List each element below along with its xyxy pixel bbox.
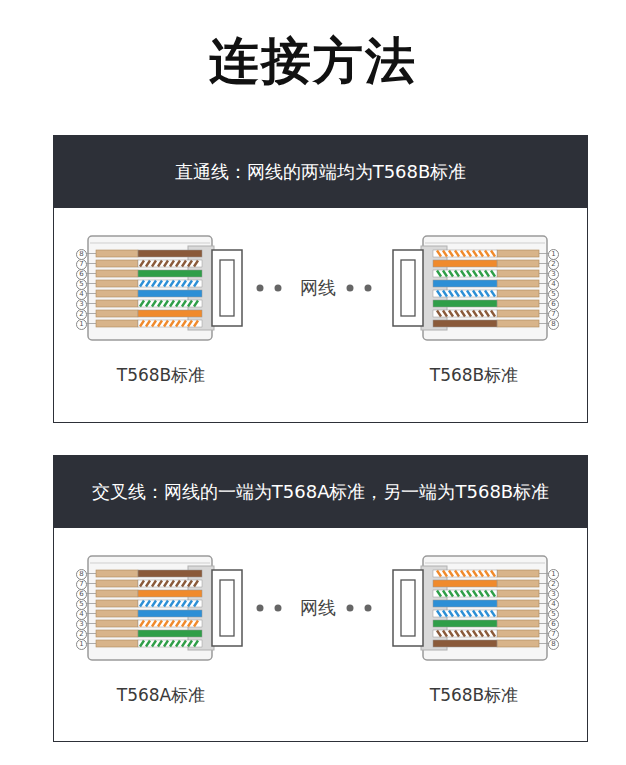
- pin-number: 5: [548, 609, 559, 620]
- pin-number: 7: [76, 259, 87, 270]
- standard-label: T568B标准: [389, 364, 559, 387]
- pin-number: 6: [76, 589, 87, 600]
- standard-label: T568B标准: [76, 364, 246, 387]
- rj45-connector: 12345678T568B标准: [389, 228, 559, 390]
- rj45-connector: 12345678T568B标准: [389, 548, 559, 710]
- plug-illustration: [76, 228, 246, 348]
- pin-number: 8: [76, 569, 87, 580]
- pin-number: 2: [548, 259, 559, 270]
- pin-number: 8: [548, 319, 559, 330]
- pin-number: 4: [76, 609, 87, 620]
- pin-number: 5: [76, 599, 87, 610]
- pin-number: 2: [548, 579, 559, 590]
- plug-illustration: [76, 548, 246, 668]
- cable-label: 网线: [292, 276, 344, 300]
- pin-number: 2: [76, 629, 87, 640]
- pin-number: 1: [76, 639, 87, 650]
- diagram-title: 连接方法: [0, 28, 626, 95]
- pin-number: 4: [548, 279, 559, 290]
- panel-header: 直通线：网线的两端均为T568B标准: [54, 136, 587, 208]
- pin-number: 3: [548, 589, 559, 600]
- pin-number: 6: [76, 269, 87, 280]
- pin-number: 4: [76, 289, 87, 300]
- standard-label: T568A标准: [76, 684, 246, 707]
- pin-number: 7: [76, 579, 87, 590]
- pin-number: 7: [548, 309, 559, 320]
- rj45-connector: 87654321T568A标准: [76, 548, 246, 710]
- plug-illustration: [389, 228, 559, 348]
- pin-number: 2: [76, 309, 87, 320]
- pin-number: 6: [548, 299, 559, 310]
- header-text: 交叉线：网线的一端为T568A标准，另一端为T568B标准: [92, 480, 549, 504]
- pin-number: 4: [548, 599, 559, 610]
- pin-number: 3: [548, 269, 559, 280]
- pin-number: 1: [548, 249, 559, 260]
- header-text: 直通线：网线的两端均为T568B标准: [175, 160, 467, 184]
- cable-label: 网线: [292, 596, 344, 620]
- pin-number: 3: [76, 299, 87, 310]
- pin-number: 1: [548, 569, 559, 580]
- panel-header: 交叉线：网线的一端为T568A标准，另一端为T568B标准: [54, 456, 587, 528]
- plug-illustration: [389, 548, 559, 668]
- pin-number: 8: [76, 249, 87, 260]
- pin-number: 3: [76, 619, 87, 630]
- pin-number: 5: [548, 289, 559, 300]
- standard-label: T568B标准: [389, 684, 559, 707]
- pin-number: 6: [548, 619, 559, 630]
- pin-number: 7: [548, 629, 559, 640]
- pin-number: 8: [548, 639, 559, 650]
- rj45-connector: 87654321T568B标准: [76, 228, 246, 390]
- pin-number: 5: [76, 279, 87, 290]
- pin-number: 1: [76, 319, 87, 330]
